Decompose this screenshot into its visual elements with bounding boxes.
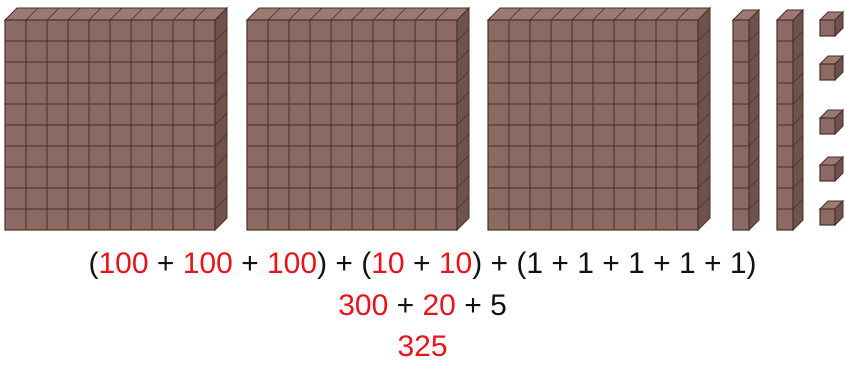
equation-total: 325 [0, 330, 845, 364]
equation-text: + [148, 247, 183, 280]
equation-text: ( [88, 247, 99, 280]
one-unit [818, 10, 845, 38]
ten-rod [731, 8, 761, 232]
one-unit [818, 108, 845, 136]
hundred-flat [486, 6, 712, 232]
equation-text: + [388, 289, 423, 322]
red-number: 300 [338, 289, 389, 322]
red-number: 20 [422, 289, 456, 322]
hundred-flat [3, 6, 229, 232]
red-number: 100 [267, 247, 318, 280]
equation-text: + [232, 247, 267, 280]
red-number: 10 [438, 247, 473, 280]
one-unit [818, 199, 845, 227]
red-number: 100 [98, 247, 149, 280]
equation-text: ) + (1 + 1 + 1 + 1 + 1) [472, 247, 757, 280]
hundred-flat [245, 6, 471, 232]
red-number: 325 [397, 330, 448, 363]
equation-expanded: (100 + 100 + 100) + (10 + 10) + (1 + 1 +… [0, 247, 845, 281]
one-unit [818, 54, 845, 82]
equation-text: + 5 [455, 289, 507, 322]
red-number: 10 [371, 247, 405, 280]
equation-partial-sums: 300 + 20 + 5 [0, 289, 845, 323]
base-ten-blocks-diagram [3, 6, 845, 232]
equation-text: + [404, 247, 439, 280]
one-unit [818, 155, 845, 183]
equation-text: ) + ( [317, 247, 372, 280]
ten-rod [775, 8, 805, 232]
red-number: 100 [182, 247, 233, 280]
